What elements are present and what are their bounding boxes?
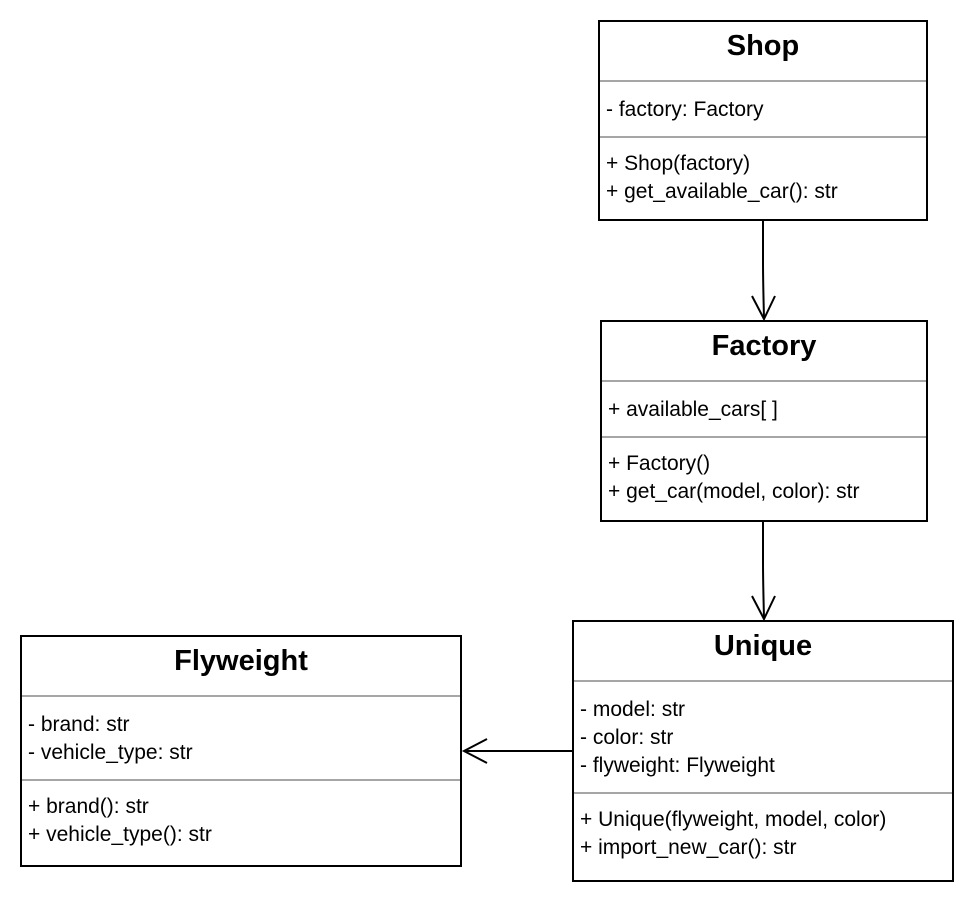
class-name: Flyweight [22, 637, 460, 697]
method: + vehicle_type(): str [28, 823, 212, 846]
association-line [762, 522, 765, 619]
association-line [762, 221, 765, 319]
class-name: Factory [602, 322, 926, 382]
method: + Factory() [608, 452, 711, 475]
method: + get_car(model, color): str [608, 480, 860, 503]
attributes-section: - model: str - color: str - flyweight: F… [574, 682, 952, 794]
methods-section: + Unique(flyweight, model, color) + impo… [574, 794, 952, 862]
methods-section: + brand(): str + vehicle_type(): str [22, 781, 460, 849]
method: + get_available_car(): str [606, 180, 838, 203]
class-factory[interactable]: Factory + available_cars[ ] + Factory() … [600, 320, 928, 522]
attributes-section: - factory: Factory [600, 82, 926, 138]
class-shop[interactable]: Shop - factory: Factory + Shop(factory) … [598, 20, 928, 221]
class-name: Unique [574, 622, 952, 682]
method: + brand(): str [28, 795, 149, 818]
class-flyweight[interactable]: Flyweight - brand: str - vehicle_type: s… [20, 635, 462, 867]
association-factory-to-unique [751, 522, 776, 622]
method: + import_new_car(): str [580, 836, 797, 859]
attribute: - brand: str [28, 713, 130, 736]
open-arrowhead [751, 295, 776, 322]
class-name: Shop [600, 22, 926, 82]
attribute: - factory: Factory [606, 98, 764, 121]
attribute: - color: str [580, 726, 674, 749]
attributes-section: + available_cars[ ] [602, 382, 926, 438]
methods-section: + Factory() + get_car(model, color): str [602, 438, 926, 506]
association-shop-to-factory [751, 221, 776, 322]
attribute: + available_cars[ ] [608, 398, 778, 421]
method: + Unique(flyweight, model, color) [580, 808, 887, 831]
methods-section: + Shop(factory) + get_available_car(): s… [600, 138, 926, 206]
class-unique[interactable]: Unique - model: str - color: str - flywe… [572, 620, 954, 882]
association-unique-to-flyweight [461, 738, 572, 764]
open-arrowhead [751, 595, 776, 622]
method: + Shop(factory) [606, 152, 751, 175]
attributes-section: - brand: str - vehicle_type: str [22, 697, 460, 781]
attribute: - model: str [580, 698, 686, 721]
open-arrowhead [461, 738, 488, 764]
attribute: - vehicle_type: str [28, 741, 193, 764]
attribute: - flyweight: Flyweight [580, 754, 775, 777]
